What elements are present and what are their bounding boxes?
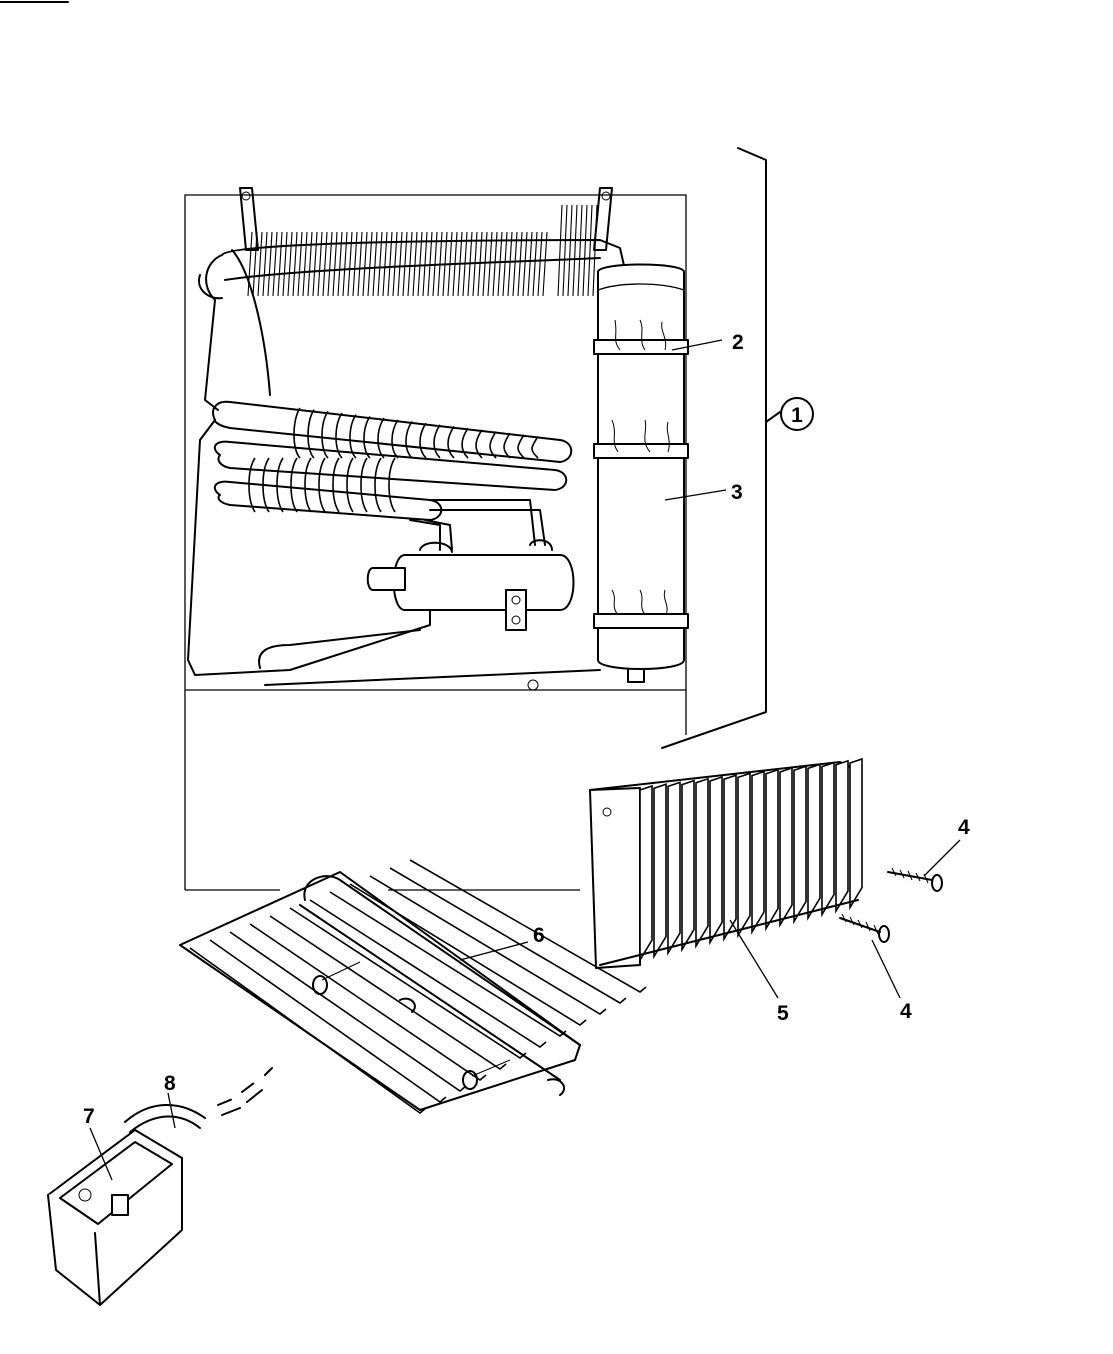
screw-lower	[839, 913, 890, 943]
tray-ribs	[189, 859, 647, 1115]
insulated-burner-tube	[597, 263, 685, 670]
callout-1: 1	[791, 404, 803, 427]
fin-plates	[639, 757, 863, 963]
cooling-unit-assembly	[184, 147, 814, 891]
clamp-strap-top	[593, 339, 689, 355]
absorber-coil-rings	[248, 407, 539, 513]
screw-upper	[887, 867, 943, 892]
drain-pan	[47, 1129, 183, 1306]
upper-condenser-fins	[247, 204, 598, 297]
callout-5: 5	[777, 1002, 789, 1025]
leader-lines	[89, 339, 961, 1181]
callout-3: 3	[731, 481, 743, 504]
callout-1-circle	[780, 397, 814, 431]
drain-tube	[124, 1067, 273, 1133]
fin-assembly	[589, 757, 863, 969]
callout-2: 2	[732, 331, 744, 354]
assembly-bracket	[661, 147, 781, 749]
boiler-tank	[392, 554, 575, 611]
callout-8: 8	[164, 1072, 176, 1095]
clamp-strap-middle	[593, 443, 689, 459]
drip-tray-assembly	[179, 859, 647, 1115]
callout-4-upper: 4	[958, 816, 970, 839]
callout-7: 7	[83, 1105, 95, 1128]
mounting-panel-outline	[184, 194, 687, 890]
callout-4-lower: 4	[900, 1000, 912, 1023]
clamp-strap-bottom	[593, 613, 689, 629]
callout-6: 6	[533, 924, 545, 947]
